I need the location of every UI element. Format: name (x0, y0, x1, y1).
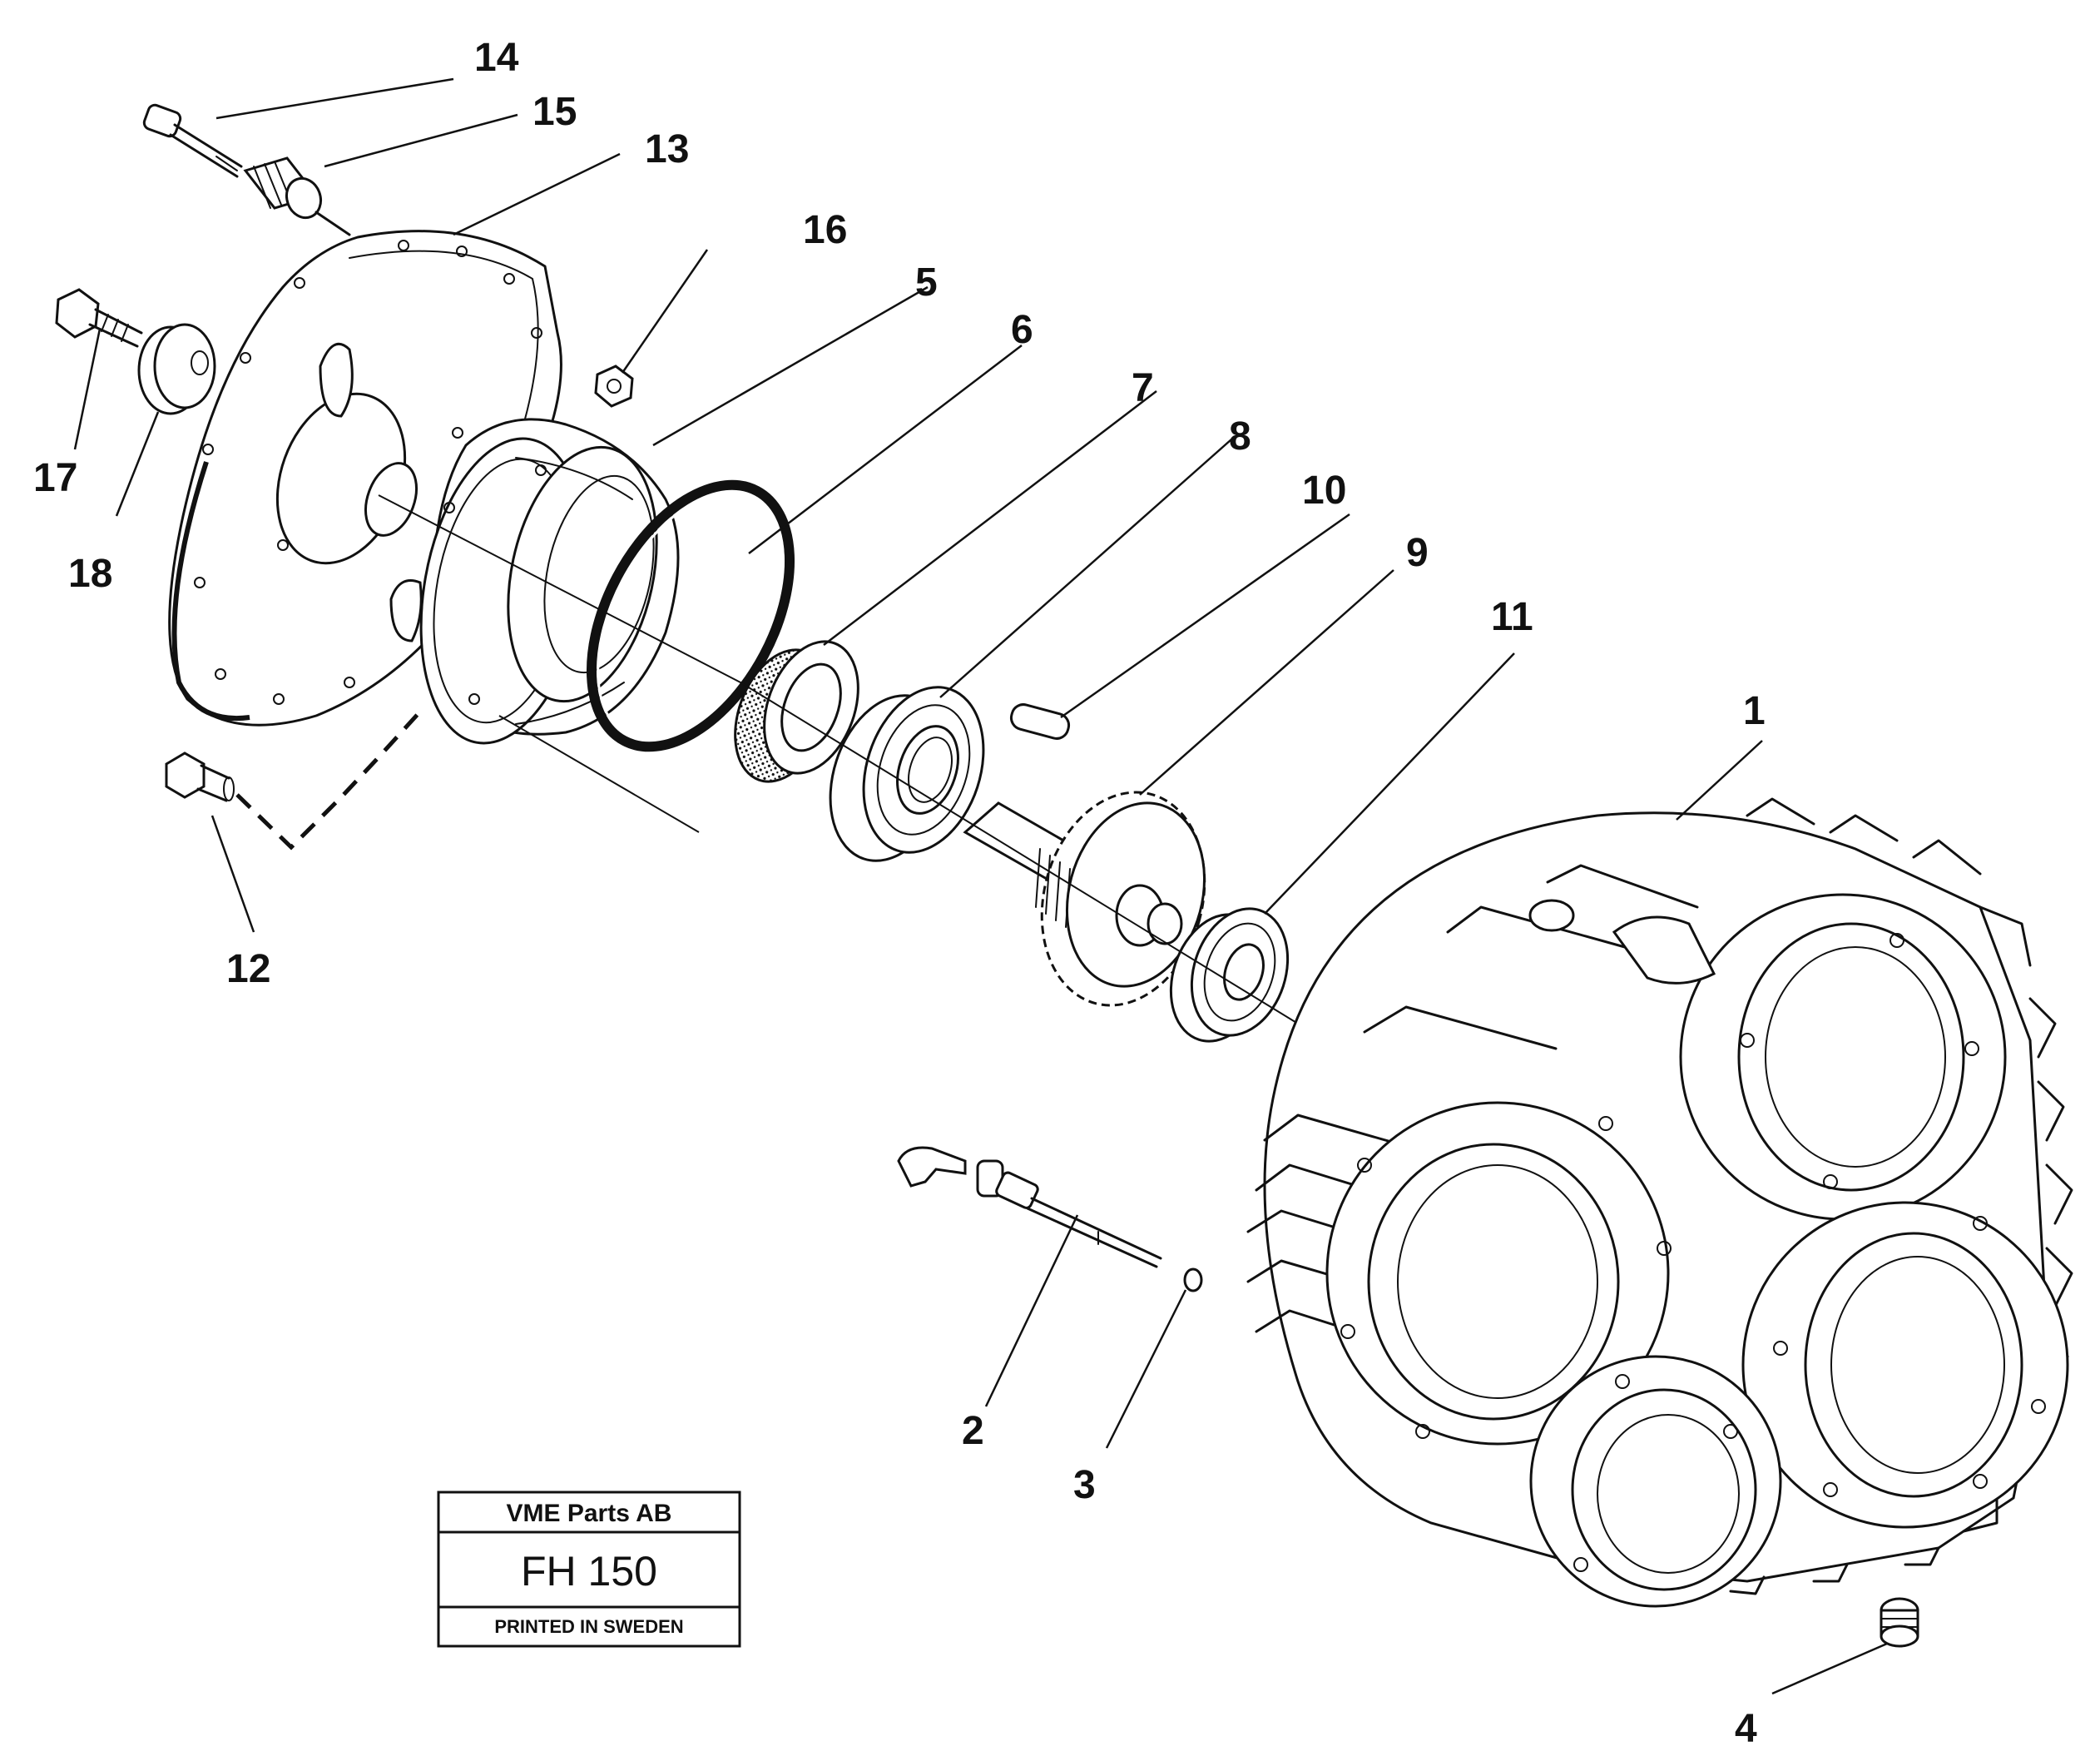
callout-4: 4 (1735, 1707, 1757, 1751)
callout-14: 14 (474, 36, 519, 80)
cover-plate (168, 230, 562, 727)
ball-bearing-11 (1169, 907, 1290, 1043)
callout-11: 11 (1491, 595, 1533, 639)
drain-plug-4 (1880, 1597, 1919, 1648)
callout-1: 1 (1743, 689, 1766, 733)
bearing-housing-5 (419, 418, 680, 745)
callout-18: 18 (68, 552, 112, 596)
spring-valve-15 (243, 156, 351, 236)
callout-8: 8 (1229, 414, 1251, 459)
callout-3: 3 (1073, 1463, 1096, 1507)
washer-3 (1183, 1267, 1203, 1292)
leader-lines (73, 77, 1888, 1695)
stamp-company: VME Parts AB (507, 1500, 672, 1527)
callout-10: 10 (1302, 469, 1346, 513)
washer-18 (137, 323, 216, 415)
key-10 (1009, 703, 1071, 740)
transmission-housing-1 (1246, 797, 2073, 1608)
nut-16 (594, 365, 634, 408)
callout-7: 7 (1132, 366, 1154, 410)
callout-13: 13 (645, 127, 689, 171)
callout-16: 16 (803, 208, 847, 252)
callout-5: 5 (915, 260, 938, 305)
publisher-stamp: VME Parts AB FH 150 PRINTED IN SWEDEN (437, 1491, 741, 1648)
bolt-14 (142, 103, 243, 178)
stamp-code: FH 150 (521, 1548, 657, 1595)
callout-9: 9 (1406, 531, 1429, 575)
gear-shaft-9 (963, 791, 1206, 1007)
callout-labels: 1 2 3 4 5 6 7 8 9 10 11 12 13 14 15 16 1… (33, 36, 1766, 1751)
callout-2: 2 (962, 1409, 984, 1453)
dipstick-2 (897, 1146, 1162, 1268)
bolt-12 (165, 710, 422, 851)
bolt-17 (55, 288, 143, 348)
callout-15: 15 (532, 90, 577, 134)
callout-17: 17 (33, 456, 77, 500)
stamp-printed: PRINTED IN SWEDEN (494, 1616, 683, 1637)
callout-12: 12 (226, 947, 270, 991)
ball-bearing-8 (829, 686, 985, 862)
o-ring-6 (586, 479, 795, 752)
callout-6: 6 (1011, 308, 1033, 352)
